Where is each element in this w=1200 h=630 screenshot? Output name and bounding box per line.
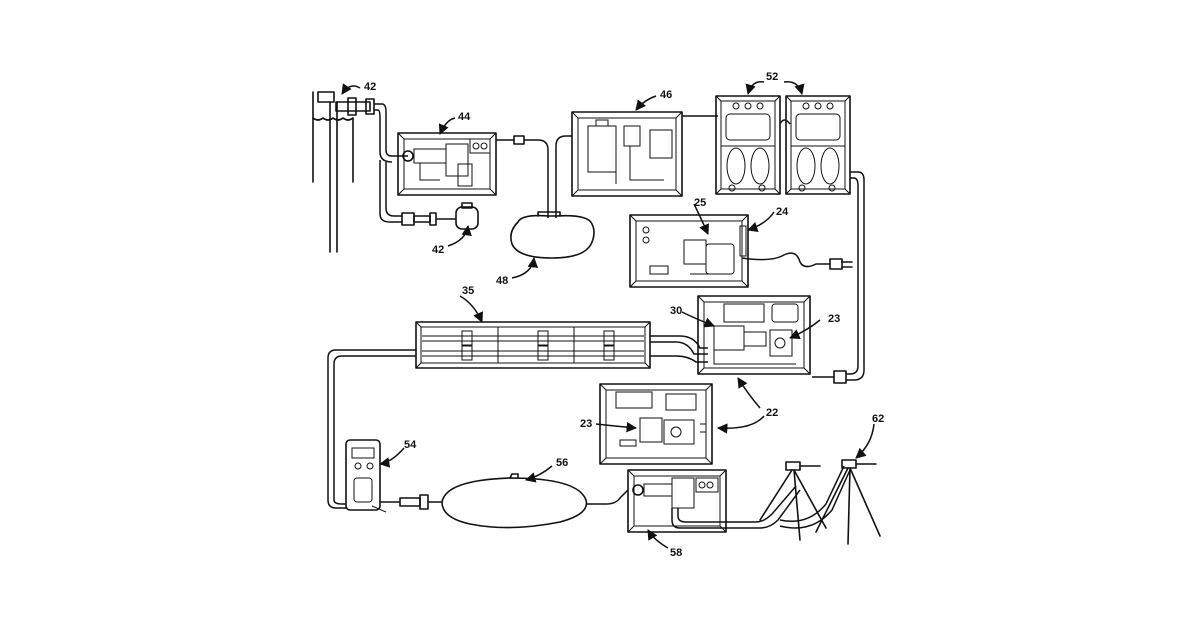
hose-to-treatment [496, 136, 572, 218]
label-bladder-tank-1: 48 [496, 275, 508, 287]
label-dispenser: 54 [404, 439, 417, 451]
storage-unit-left [716, 96, 780, 194]
label-pump-unit-23a: 23 [828, 313, 840, 325]
label-filter: 42 [432, 244, 444, 256]
well-head [313, 92, 408, 252]
label-pump-unit-23b: 23 [580, 418, 592, 430]
label-storage-units: 52 [766, 71, 778, 83]
label-pump-unit-top: 30 [670, 305, 682, 317]
label-prefilter-unit: 44 [458, 111, 471, 123]
pump-unit-middle [600, 384, 712, 464]
manifold-rack [328, 322, 708, 508]
bladder-tank-56 [380, 474, 628, 528]
dispenser [346, 440, 386, 512]
tripod-sprinkler-right [816, 460, 880, 544]
label-tripod-sprinkler: 62 [872, 413, 884, 425]
label-bladder-tank-2: 56 [556, 457, 568, 469]
label-generator: 25 [694, 197, 706, 209]
pump-unit-top [698, 296, 810, 374]
label-treatment-unit: 46 [660, 89, 672, 101]
hose-storage-to-pump [812, 172, 864, 383]
distribution-unit [628, 466, 850, 532]
label-manifold: 35 [462, 285, 474, 297]
label-power-cord: 24 [776, 206, 789, 218]
prefilter-unit [398, 133, 496, 195]
bladder-tank-48 [511, 212, 594, 258]
generator-unit [630, 215, 852, 287]
label-distribution-unit: 58 [670, 547, 682, 559]
label-well-cap: 42 [364, 81, 376, 93]
label-pump-group: 22 [766, 407, 778, 419]
storage-unit-right [780, 96, 850, 194]
treatment-unit [572, 112, 718, 196]
